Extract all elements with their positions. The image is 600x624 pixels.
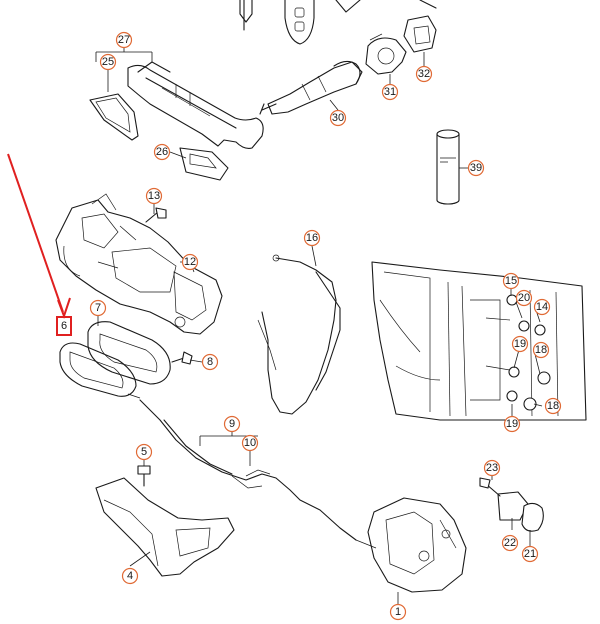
svg-text:19: 19 — [514, 338, 526, 350]
svg-text:9: 9 — [229, 418, 235, 430]
callout-21[interactable]: 21 — [521, 545, 539, 563]
key-fob-fragment — [239, 0, 437, 45]
svg-text:13: 13 — [148, 190, 160, 202]
highlight-arrow — [7, 153, 71, 319]
svg-text:26: 26 — [156, 146, 168, 158]
callout-9[interactable]: 9 — [223, 415, 241, 433]
bracket-gasket — [179, 147, 229, 181]
svg-text:8: 8 — [207, 356, 213, 368]
svg-text:18: 18 — [547, 400, 559, 412]
callout-23[interactable]: 23 — [483, 459, 501, 477]
callout-13[interactable]: 13 — [145, 187, 163, 205]
svg-text:27: 27 — [118, 34, 130, 46]
lock-cylinder — [259, 60, 363, 115]
callout-18-lower[interactable]: 18 — [544, 397, 562, 415]
handle-trim-7 — [87, 321, 171, 385]
svg-text:23: 23 — [486, 462, 498, 474]
svg-text:10: 10 — [244, 437, 256, 449]
bolt-5 — [137, 465, 151, 487]
door-frame-section — [371, 261, 587, 421]
svg-text:32: 32 — [418, 68, 430, 80]
door-fasteners — [485, 294, 551, 411]
release-cable — [257, 254, 341, 415]
svg-text:12: 12 — [184, 256, 196, 268]
handle-carrier-bracket — [55, 193, 223, 335]
cylinder-spare-part — [436, 129, 460, 205]
svg-text:18: 18 — [535, 344, 547, 356]
screw-13 — [145, 207, 167, 223]
svg-text:1: 1 — [395, 606, 401, 618]
callout-19-upper[interactable]: 19 — [511, 335, 529, 353]
lock-housing — [365, 33, 407, 75]
svg-text:15: 15 — [505, 275, 517, 287]
leader-lines — [95, 46, 543, 604]
svg-text:31: 31 — [384, 86, 396, 98]
door-lock-actuator — [355, 497, 467, 593]
lock-cap — [403, 15, 437, 53]
callout-19-lower[interactable]: 19 — [503, 415, 521, 433]
svg-text:6: 6 — [61, 320, 67, 332]
callout-16[interactable]: 16 — [303, 229, 321, 247]
svg-text:5: 5 — [141, 446, 147, 458]
handle-gasket — [89, 93, 139, 141]
svg-text:14: 14 — [536, 301, 548, 313]
callout-30[interactable]: 30 — [329, 109, 347, 127]
lock-bracket — [95, 477, 235, 577]
svg-text:39: 39 — [470, 162, 482, 174]
svg-text:20: 20 — [518, 292, 530, 304]
callout-6-highlighted[interactable]: 6 — [61, 320, 67, 332]
svg-text:7: 7 — [95, 302, 101, 314]
lock-cable-assembly — [139, 399, 357, 541]
callout-14[interactable]: 14 — [533, 298, 551, 316]
highlight-box-part-6 — [56, 316, 72, 336]
svg-text:22: 22 — [504, 537, 516, 549]
svg-text:30: 30 — [332, 112, 344, 124]
exterior-door-handle — [127, 61, 264, 149]
handle-trim-6 — [59, 342, 141, 399]
callout-31[interactable]: 31 — [381, 83, 399, 101]
svg-text:4: 4 — [127, 570, 133, 582]
svg-text:25: 25 — [102, 56, 114, 68]
svg-text:16: 16 — [306, 232, 318, 244]
striker-plate — [479, 477, 544, 532]
callout-15[interactable]: 15 — [502, 272, 520, 290]
callout-20[interactable]: 20 — [515, 289, 533, 307]
svg-text:21: 21 — [524, 548, 536, 560]
callout-4[interactable]: 4 — [121, 567, 139, 585]
callout-22[interactable]: 22 — [501, 534, 519, 552]
callout-18-upper[interactable]: 18 — [532, 341, 550, 359]
callout-8[interactable]: 8 — [201, 353, 219, 371]
callout-5[interactable]: 5 — [135, 443, 153, 461]
svg-text:19: 19 — [506, 418, 518, 430]
callout-1[interactable]: 1 — [389, 603, 407, 621]
callout-26[interactable]: 26 — [153, 143, 171, 161]
callout-25[interactable]: 25 — [99, 53, 117, 71]
callout-39[interactable]: 39 — [467, 159, 485, 177]
callout-32[interactable]: 32 — [415, 65, 433, 83]
callout-7[interactable]: 7 — [89, 299, 107, 317]
callout-10[interactable]: 10 — [241, 434, 259, 452]
callout-12[interactable]: 12 — [181, 253, 199, 271]
screw-8 — [171, 351, 193, 365]
callout-27[interactable]: 27 — [115, 31, 133, 49]
